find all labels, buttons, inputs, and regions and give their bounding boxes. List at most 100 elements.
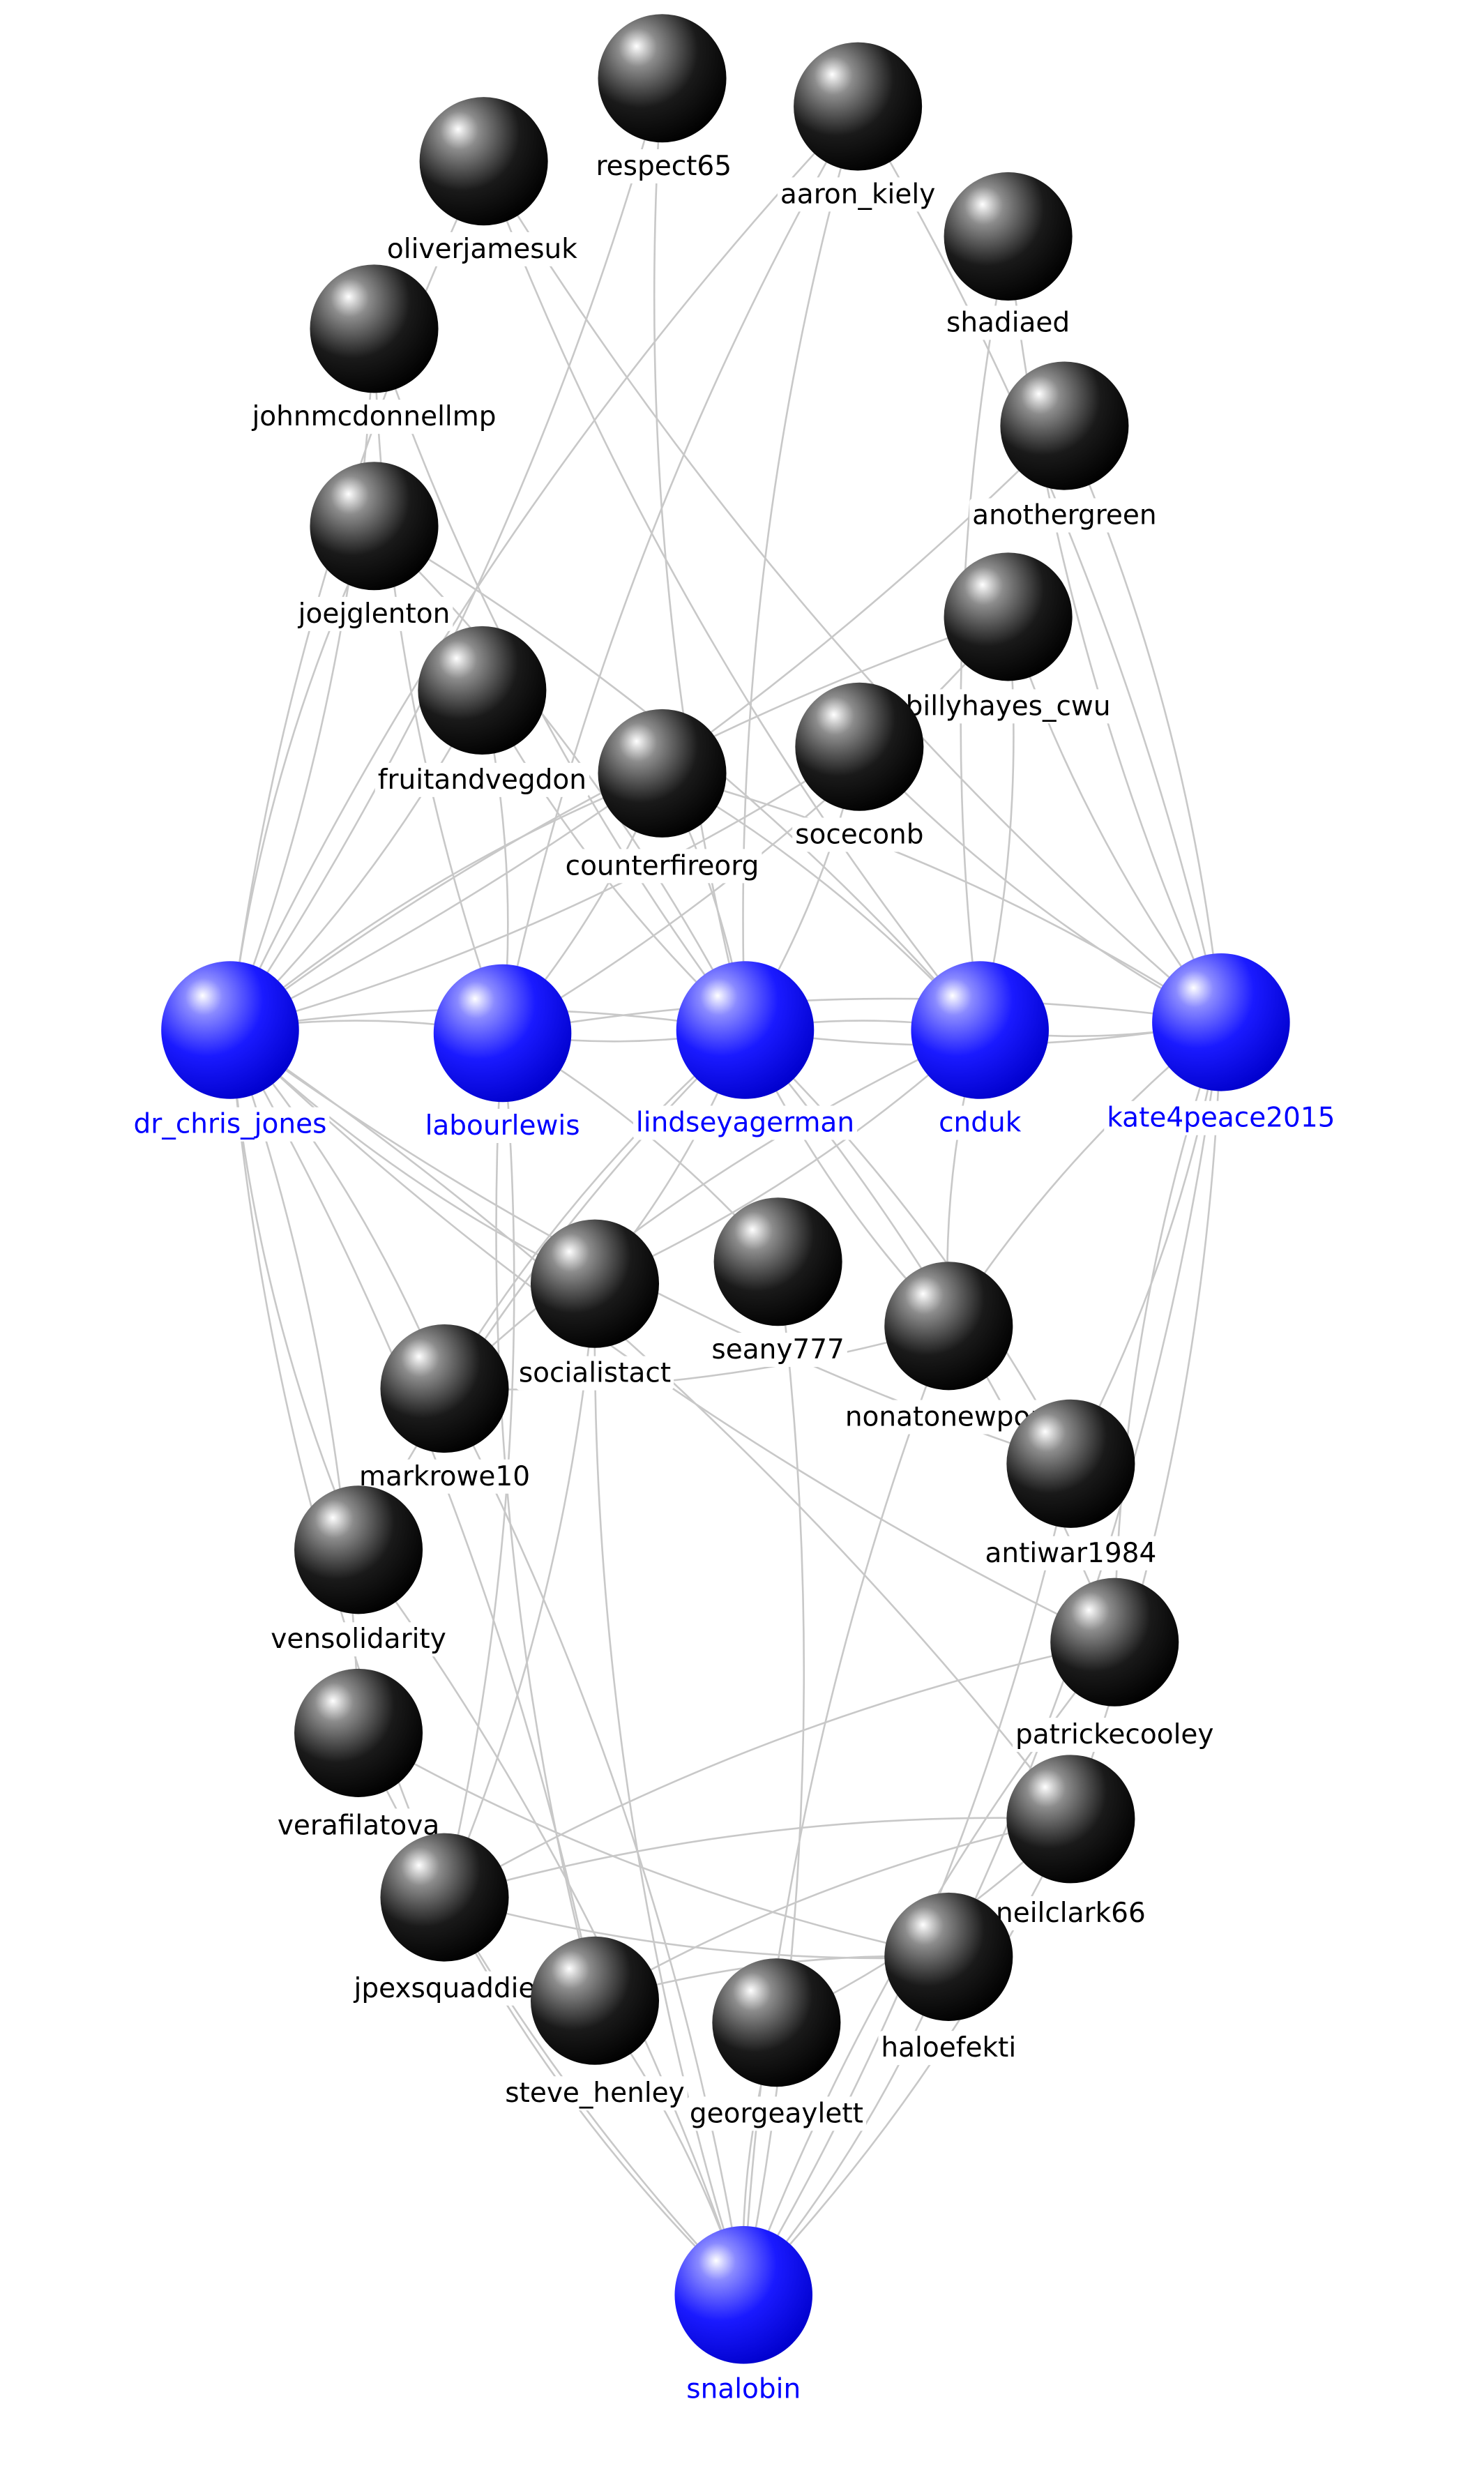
edge-labourlewis-aaron_kiely <box>501 105 859 1034</box>
node-sphere-antiwar1984[interactable] <box>1006 1399 1135 1528</box>
node-sphere-vensolidarity[interactable] <box>294 1485 423 1614</box>
node-label-bg-neilclark66 <box>992 1896 1149 1931</box>
node-labourlewis[interactable]: labourlewis <box>422 964 583 1143</box>
edge-dr_chris_jones-aaron_kiely <box>229 105 859 1031</box>
edge-lindseyagerman-aaron_kiely <box>742 106 859 1031</box>
node-patrickecooley[interactable]: patrickecooley <box>1012 1577 1217 1753</box>
node-sphere-georgeaylett[interactable] <box>712 1958 841 2087</box>
node-oliverjamesuk[interactable]: oliverjamesuk <box>384 97 581 266</box>
node-joejglenton[interactable]: joejglenton <box>294 462 453 631</box>
node-sphere-jpexsquaddie[interactable] <box>380 1833 509 1962</box>
node-label-neilclark66: neilclark66 <box>996 1898 1146 1929</box>
node-label-bg-counterfireorg <box>562 849 762 884</box>
node-johnmcdonnellmp[interactable]: johnmcdonnellmp <box>248 264 499 434</box>
edge-dr_chris_jones-respect65 <box>229 77 663 1031</box>
node-label-bg-anothergreen <box>969 498 1160 533</box>
node-sphere-lindseyagerman[interactable] <box>676 961 815 1099</box>
node-sphere-neilclark66[interactable] <box>1006 1755 1135 1884</box>
node-label-respect65: respect65 <box>596 151 732 182</box>
node-steve_henley[interactable]: steve_henley <box>502 1936 688 2111</box>
node-respect65[interactable]: respect65 <box>593 14 735 183</box>
node-cnduk[interactable]: cnduk <box>911 961 1049 1140</box>
node-label-socialistact: socialistact <box>519 1358 671 1389</box>
edge-labourlewis-kate4peace2015 <box>502 997 1222 1034</box>
node-sphere-joejglenton[interactable] <box>310 462 439 591</box>
node-sphere-anothergreen[interactable] <box>1000 361 1129 490</box>
node-socialistact[interactable]: socialistact <box>515 1219 674 1391</box>
node-sphere-billyhayes_cwu[interactable] <box>944 552 1073 681</box>
node-sphere-aaron_kiely[interactable] <box>794 42 923 171</box>
node-antiwar1984[interactable]: antiwar1984 <box>982 1399 1160 1571</box>
node-markrowe10[interactable]: markrowe10 <box>356 1324 533 1494</box>
node-counterfireorg[interactable]: counterfireorg <box>562 709 762 884</box>
edge-jpexsquaddie-neilclark66 <box>444 1817 1071 1898</box>
node-label-bg-haloefekti <box>878 2031 1020 2066</box>
node-label-bg-vensolidarity <box>268 1622 449 1657</box>
node-label-aaron_kiely: aaron_kiely <box>780 179 935 210</box>
node-label-bg-cnduk <box>936 1105 1024 1140</box>
node-sphere-oliverjamesuk[interactable] <box>419 97 548 226</box>
node-label-vensolidarity: vensolidarity <box>271 1624 446 1655</box>
node-fruitandvegdon[interactable]: fruitandvegdon <box>374 626 589 797</box>
node-sphere-cnduk[interactable] <box>911 961 1049 1099</box>
node-neilclark66[interactable]: neilclark66 <box>992 1755 1149 1931</box>
node-verafilatova[interactable]: verafilatova <box>274 1668 443 1843</box>
node-sphere-counterfireorg[interactable] <box>598 709 727 838</box>
node-sphere-snalobin[interactable] <box>674 2226 813 2364</box>
node-label-bg-socialistact <box>515 1356 674 1391</box>
node-label-shadiaed: shadiaed <box>946 307 1070 338</box>
node-sphere-nonatonewport[interactable] <box>884 1262 1013 1391</box>
node-georgeaylett[interactable]: georgeaylett <box>686 1958 866 2131</box>
node-label-bg-labourlewis <box>422 1108 583 1143</box>
node-sphere-fruitandvegdon[interactable] <box>418 626 547 755</box>
node-nonatonewport[interactable]: nonatonewport <box>842 1262 1055 1435</box>
node-sphere-labourlewis[interactable] <box>433 964 572 1103</box>
node-label-bg-antiwar1984 <box>982 1536 1160 1571</box>
edge-snalobin-neilclark66 <box>743 1818 1072 2296</box>
node-label-snalobin: snalobin <box>686 2373 801 2405</box>
node-label-bg-lindseyagerman <box>633 1105 858 1140</box>
node-haloefekti[interactable]: haloefekti <box>878 1892 1020 2066</box>
edge-labourlewis-johnmcdonnellmp <box>373 328 503 1034</box>
node-sphere-haloefekti[interactable] <box>884 1892 1013 2021</box>
node-label-bg-jpexsquaddie <box>350 1971 538 2006</box>
node-sphere-kate4peace2015[interactable] <box>1152 953 1290 1091</box>
node-sphere-socialistact[interactable] <box>530 1219 660 1348</box>
node-sphere-steve_henley[interactable] <box>530 1936 660 2065</box>
node-sphere-markrowe10[interactable] <box>380 1324 509 1453</box>
node-label-bg-nonatonewport <box>842 1400 1055 1435</box>
node-sphere-dr_chris_jones[interactable] <box>161 961 299 1099</box>
node-sphere-shadiaed[interactable] <box>944 172 1073 301</box>
node-label-anothergreen: anothergreen <box>972 500 1156 531</box>
node-vensolidarity[interactable]: vensolidarity <box>268 1485 449 1657</box>
node-kate4peace2015[interactable]: kate4peace2015 <box>1104 953 1338 1135</box>
node-label-bg-joejglenton <box>294 596 453 631</box>
node-sphere-seany777[interactable] <box>713 1197 842 1326</box>
edge-dr_chris_jones-johnmcdonnellmp <box>229 328 375 1031</box>
node-label-labourlewis: labourlewis <box>425 1110 580 1142</box>
node-label-bg-dr_chris_jones <box>130 1107 330 1142</box>
node-sphere-soceconb[interactable] <box>795 682 924 811</box>
node-sphere-verafilatova[interactable] <box>294 1668 423 1797</box>
node-sphere-respect65[interactable] <box>598 14 727 143</box>
node-anothergreen[interactable]: anothergreen <box>969 361 1160 533</box>
node-label-kate4peace2015: kate4peace2015 <box>1107 1103 1335 1134</box>
node-label-soceconb: soceconb <box>795 819 923 850</box>
node-label-jpexsquaddie: jpexsquaddie <box>353 1973 535 2004</box>
node-soceconb[interactable]: soceconb <box>792 682 927 852</box>
node-billyhayes_cwu[interactable]: billyhayes_cwu <box>902 552 1114 724</box>
node-label-bg-johnmcdonnellmp <box>248 400 499 434</box>
node-snalobin[interactable]: snalobin <box>674 2226 813 2407</box>
node-shadiaed[interactable]: shadiaed <box>944 172 1073 340</box>
node-jpexsquaddie[interactable]: jpexsquaddie <box>350 1833 538 2006</box>
node-seany777[interactable]: seany777 <box>709 1197 847 1367</box>
node-dr_chris_jones[interactable]: dr_chris_jones <box>130 961 330 1142</box>
node-lindseyagerman[interactable]: lindseyagerman <box>633 961 858 1140</box>
node-aaron_kiely[interactable]: aaron_kiely <box>777 42 939 212</box>
node-sphere-johnmcdonnellmp[interactable] <box>310 264 439 393</box>
node-label-bg-billyhayes_cwu <box>902 689 1114 724</box>
node-sphere-patrickecooley[interactable] <box>1050 1577 1179 1707</box>
node-label-lindseyagerman: lindseyagerman <box>636 1107 854 1138</box>
edge-kate4peace2015-counterfireorg <box>662 772 1222 1023</box>
